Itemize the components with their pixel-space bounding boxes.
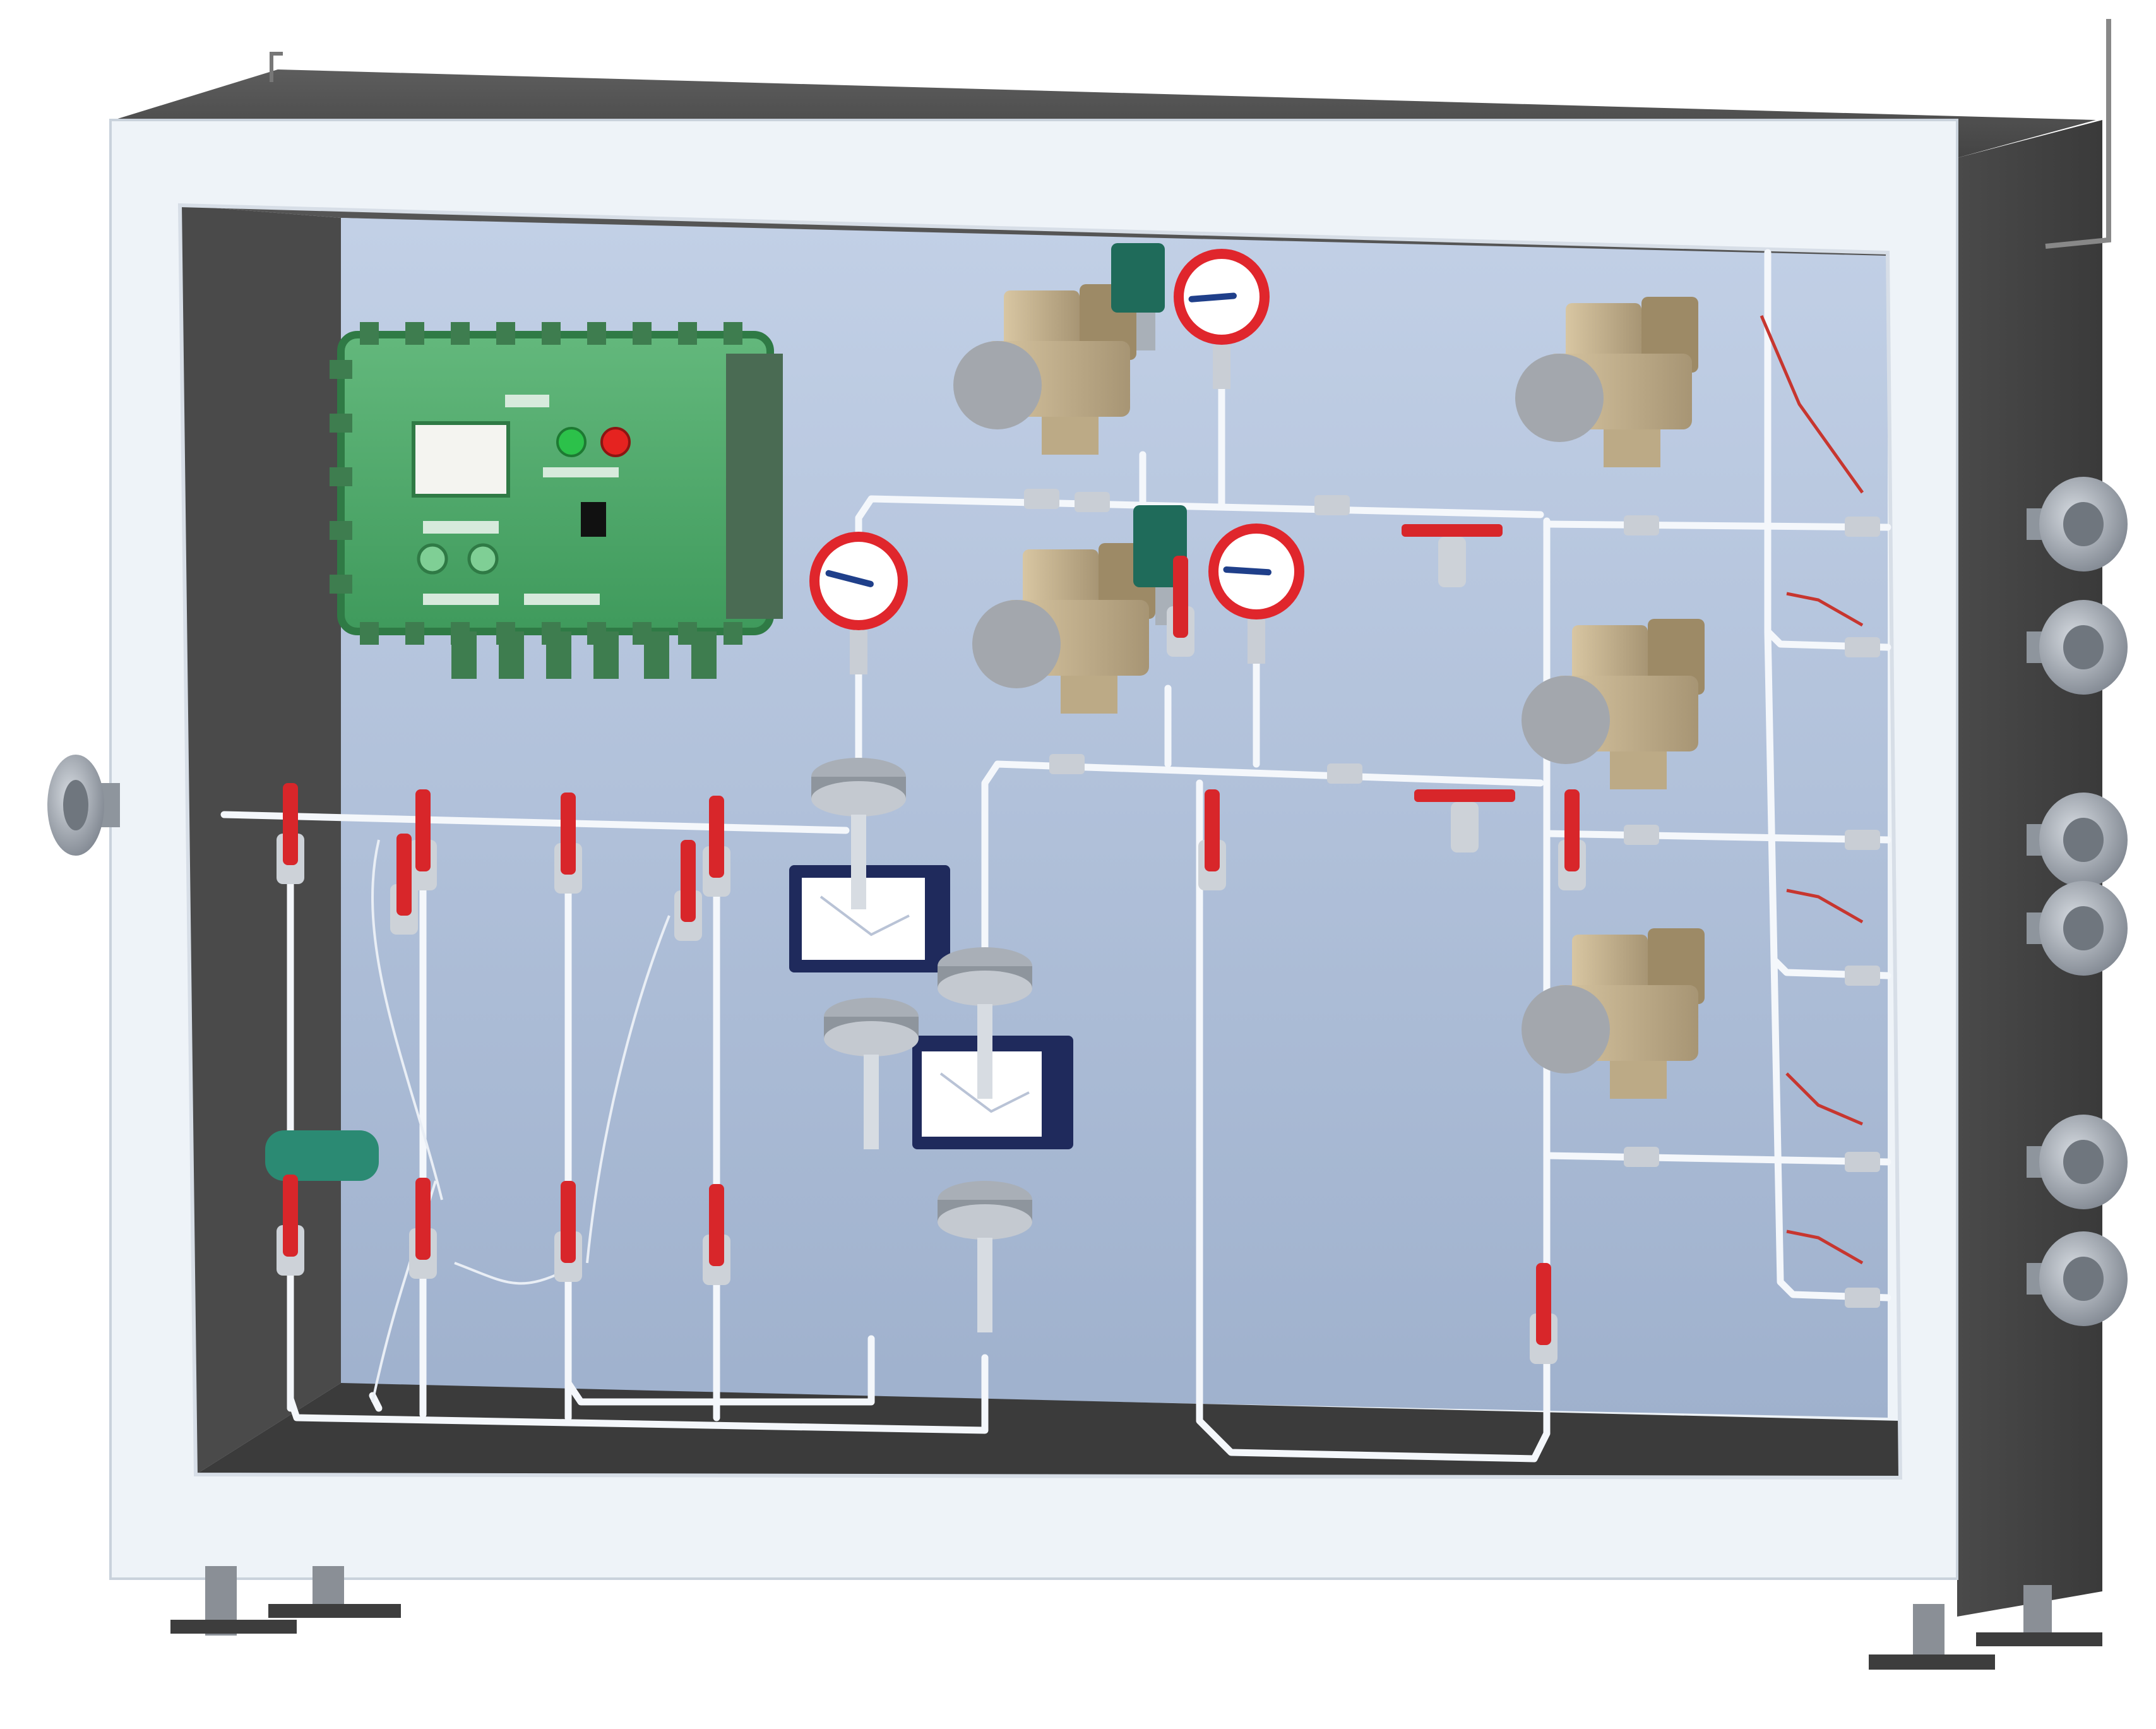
- tube-fitting: [1049, 754, 1085, 774]
- junction-box-label-plate: [543, 467, 619, 477]
- pressure-gauge-icon: [1174, 249, 1270, 389]
- filter-housing: [824, 998, 919, 1149]
- indicator-lamp-icon: [600, 427, 631, 457]
- flange-port-icon: [2027, 1115, 2128, 1209]
- junction-box-label-plate: [423, 521, 499, 534]
- ball-valve-icon: [277, 783, 304, 884]
- junction-box: [330, 322, 783, 679]
- solenoid-valve: [265, 1130, 379, 1181]
- cable-glands: [451, 631, 717, 679]
- interior-left-wall: [180, 205, 341, 1475]
- tube-fitting: [1024, 489, 1059, 509]
- tube-fitting: [1845, 1288, 1880, 1308]
- flange-port-icon: [2027, 477, 2128, 571]
- tube-fitting: [1327, 763, 1362, 784]
- ball-valve-icon: [703, 796, 730, 897]
- tube-fitting: [1845, 966, 1880, 986]
- tube-fitting: [1624, 1147, 1659, 1167]
- solenoid-valve: [1111, 243, 1165, 350]
- ball-valve-icon: [1402, 524, 1503, 587]
- signal-wires: [371, 839, 670, 1403]
- junction-box-display: [412, 421, 510, 498]
- ball-valve-icon: [674, 840, 702, 941]
- ball-valve-icon: [1558, 789, 1586, 890]
- flange-port-icon: [2027, 1231, 2128, 1326]
- tube-fittings: [1024, 315, 1880, 1308]
- pressure-regulator-icon: [1522, 928, 1705, 1099]
- filter-housings: [811, 758, 1032, 1332]
- pressure-gauges: [809, 249, 1304, 674]
- filter-housing: [811, 758, 906, 909]
- cabinet-legs: [170, 1566, 2102, 1670]
- tube-fitting: [1845, 1152, 1880, 1172]
- flange-port-icon: [47, 755, 120, 856]
- ball-valve-icon: [1167, 556, 1194, 657]
- interior-floor: [196, 1383, 1900, 1478]
- junction-box-switch: [581, 502, 606, 537]
- outlet-flange-column: [2027, 477, 2128, 1326]
- pressure-regulators: [953, 284, 1705, 1099]
- pressure-regulator-icon: [1522, 619, 1705, 789]
- pressure-regulator-icon: [1515, 297, 1698, 467]
- rotameter-icon: [789, 865, 950, 972]
- tube-fitting: [1314, 495, 1350, 515]
- ball-valve-icon: [703, 1184, 730, 1285]
- flange-port-icon: [2027, 793, 2128, 887]
- ball-valve-icon: [554, 793, 582, 894]
- tube-fitting: [1624, 515, 1659, 535]
- flange-port-icon: [2027, 881, 2128, 976]
- filter-housing: [938, 947, 1032, 1099]
- filter-housing: [938, 1181, 1032, 1332]
- junction-box-nameplate: [505, 395, 549, 407]
- tube-fitting: [1845, 830, 1880, 850]
- junction-box-label-plate: [524, 594, 600, 605]
- ball-valve-icon: [390, 834, 418, 935]
- pressure-gauge-icon: [1208, 523, 1304, 664]
- junction-box-knob: [467, 543, 499, 575]
- junction-box-label-plate: [423, 594, 499, 605]
- ball-valve-icon: [1414, 789, 1515, 853]
- tube-fitting: [1845, 637, 1880, 657]
- lifting-hook-right: [2045, 19, 2111, 249]
- lifting-hook-left: [270, 52, 283, 82]
- tube-fitting: [1624, 825, 1659, 845]
- junction-box-knob: [417, 543, 448, 575]
- indicator-lamp-icon: [556, 427, 587, 457]
- ball-valve-icon: [1530, 1263, 1557, 1364]
- ball-valve-icon: [1198, 789, 1226, 890]
- interior-opening-edge: [177, 203, 1903, 1480]
- tube-fitting: [1075, 492, 1110, 512]
- ball-valve-icon: [277, 1175, 304, 1276]
- ball-valve-icon: [409, 789, 437, 890]
- ball-valve-icon: [554, 1181, 582, 1282]
- tube-fitting: [1845, 517, 1880, 537]
- ball-valves: [277, 524, 1586, 1364]
- ball-valve-icon: [409, 1178, 437, 1279]
- red-signal-leads: [1760, 315, 1864, 1265]
- rotameter-icon: [912, 1036, 1073, 1149]
- pressure-gauge-icon: [809, 532, 908, 674]
- flange-port-icon: [2027, 600, 2128, 695]
